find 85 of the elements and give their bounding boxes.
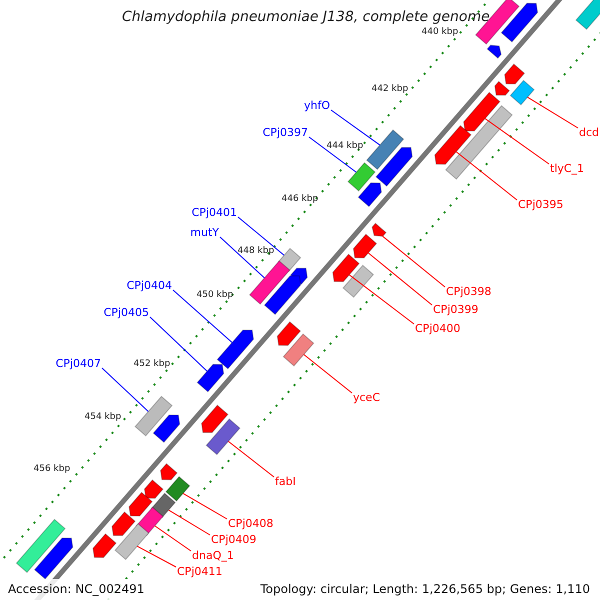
scale-label: 456 kbp [34, 464, 70, 475]
gene-block [276, 321, 302, 346]
gene-block [375, 146, 413, 187]
leader-line [168, 510, 210, 536]
gene-block [134, 396, 173, 436]
gene-block [16, 518, 66, 574]
gene-label: CPj0397 [262, 126, 308, 139]
gene-label: CPj0409 [211, 533, 256, 546]
gene-label: yceC [353, 391, 380, 404]
gene-block [358, 182, 382, 208]
gene-block [112, 511, 136, 536]
gene-label: CPj0408 [228, 517, 274, 530]
gene-block [445, 105, 513, 180]
gene-label: CPj0399 [433, 303, 478, 316]
genome-summary: Topology: circular; Length: 1,226,565 bp; Genes: 1,110 [260, 582, 590, 596]
gene-block [510, 80, 535, 106]
leader-line [456, 151, 518, 200]
gene-block [165, 476, 190, 502]
gene-block [160, 463, 178, 480]
gene-label: yhfO [304, 99, 330, 112]
gene-block [352, 234, 378, 258]
gene-label: CPj0398 [446, 285, 492, 298]
gene-block [92, 533, 117, 558]
gene-block [114, 523, 150, 560]
gene-block [216, 330, 254, 370]
leader-line [136, 546, 176, 568]
gene-block [206, 418, 241, 456]
gene-block [434, 124, 472, 165]
leader-line [172, 290, 233, 344]
gene-block [34, 538, 74, 580]
leader-line [484, 118, 550, 164]
scale-label: 448 kbp [238, 246, 274, 257]
gene-block [372, 222, 387, 237]
gene-label: dnaQ_1 [192, 549, 234, 562]
accession-text: Accession: NC_002491 [8, 582, 144, 596]
leader-line [308, 136, 357, 173]
gene-block [248, 260, 290, 305]
gene-label: CPj0400 [415, 322, 460, 335]
gene-block [332, 254, 360, 282]
leader-line [238, 216, 285, 256]
gene-block [463, 92, 501, 132]
leader-line [382, 236, 446, 288]
leader-line [220, 236, 265, 278]
gene-block [500, 2, 538, 43]
gene-label: CPj0411 [177, 565, 222, 578]
scale-label: 450 kbp [196, 290, 234, 301]
scale-label: 454 kbp [84, 412, 122, 423]
leader-line [348, 274, 414, 324]
scale-label: 440 kbp [422, 27, 458, 38]
gene-block [152, 414, 180, 443]
gene-block [144, 479, 164, 499]
gene-label: dcd [579, 126, 600, 139]
scale-label: 444 kbp [326, 141, 364, 152]
gene-label: CPj0395 [518, 198, 564, 211]
gene-block [196, 364, 224, 392]
gene-label: CPj0405 [104, 306, 149, 319]
gene-label: CPj0407 [56, 357, 101, 370]
gene-block [264, 275, 302, 316]
gene-block [201, 404, 229, 434]
gene-label: fabI [275, 475, 296, 488]
leader-line [303, 354, 352, 394]
leader-line [154, 525, 192, 552]
leader-line [330, 110, 380, 146]
gene-label: tlyC_1 [550, 162, 584, 175]
leader-line [368, 252, 432, 306]
gene-block [366, 129, 404, 170]
gene-block [575, 0, 600, 30]
diagram-title: Chlamydophila pneumoniae J138, complete genome [122, 9, 490, 25]
gene-label: mutY [190, 226, 219, 239]
gene-block [282, 333, 314, 367]
gene-block [504, 63, 526, 84]
scale-label: 452 kbp [134, 359, 170, 370]
leader-line [527, 96, 578, 128]
leader-line [102, 368, 149, 412]
scale-label: 446 kbp [282, 194, 318, 205]
gene-block [342, 264, 374, 298]
gene-label: CPj0404 [126, 279, 172, 292]
gene-block [494, 80, 510, 96]
leader-line [182, 492, 228, 520]
gene-block [347, 162, 376, 192]
gene-block [128, 492, 153, 516]
leader-line [228, 440, 274, 478]
gene-label: CPj0401 [192, 206, 237, 219]
scale-label: 442 kbp [372, 84, 408, 95]
leader-line [150, 316, 208, 372]
